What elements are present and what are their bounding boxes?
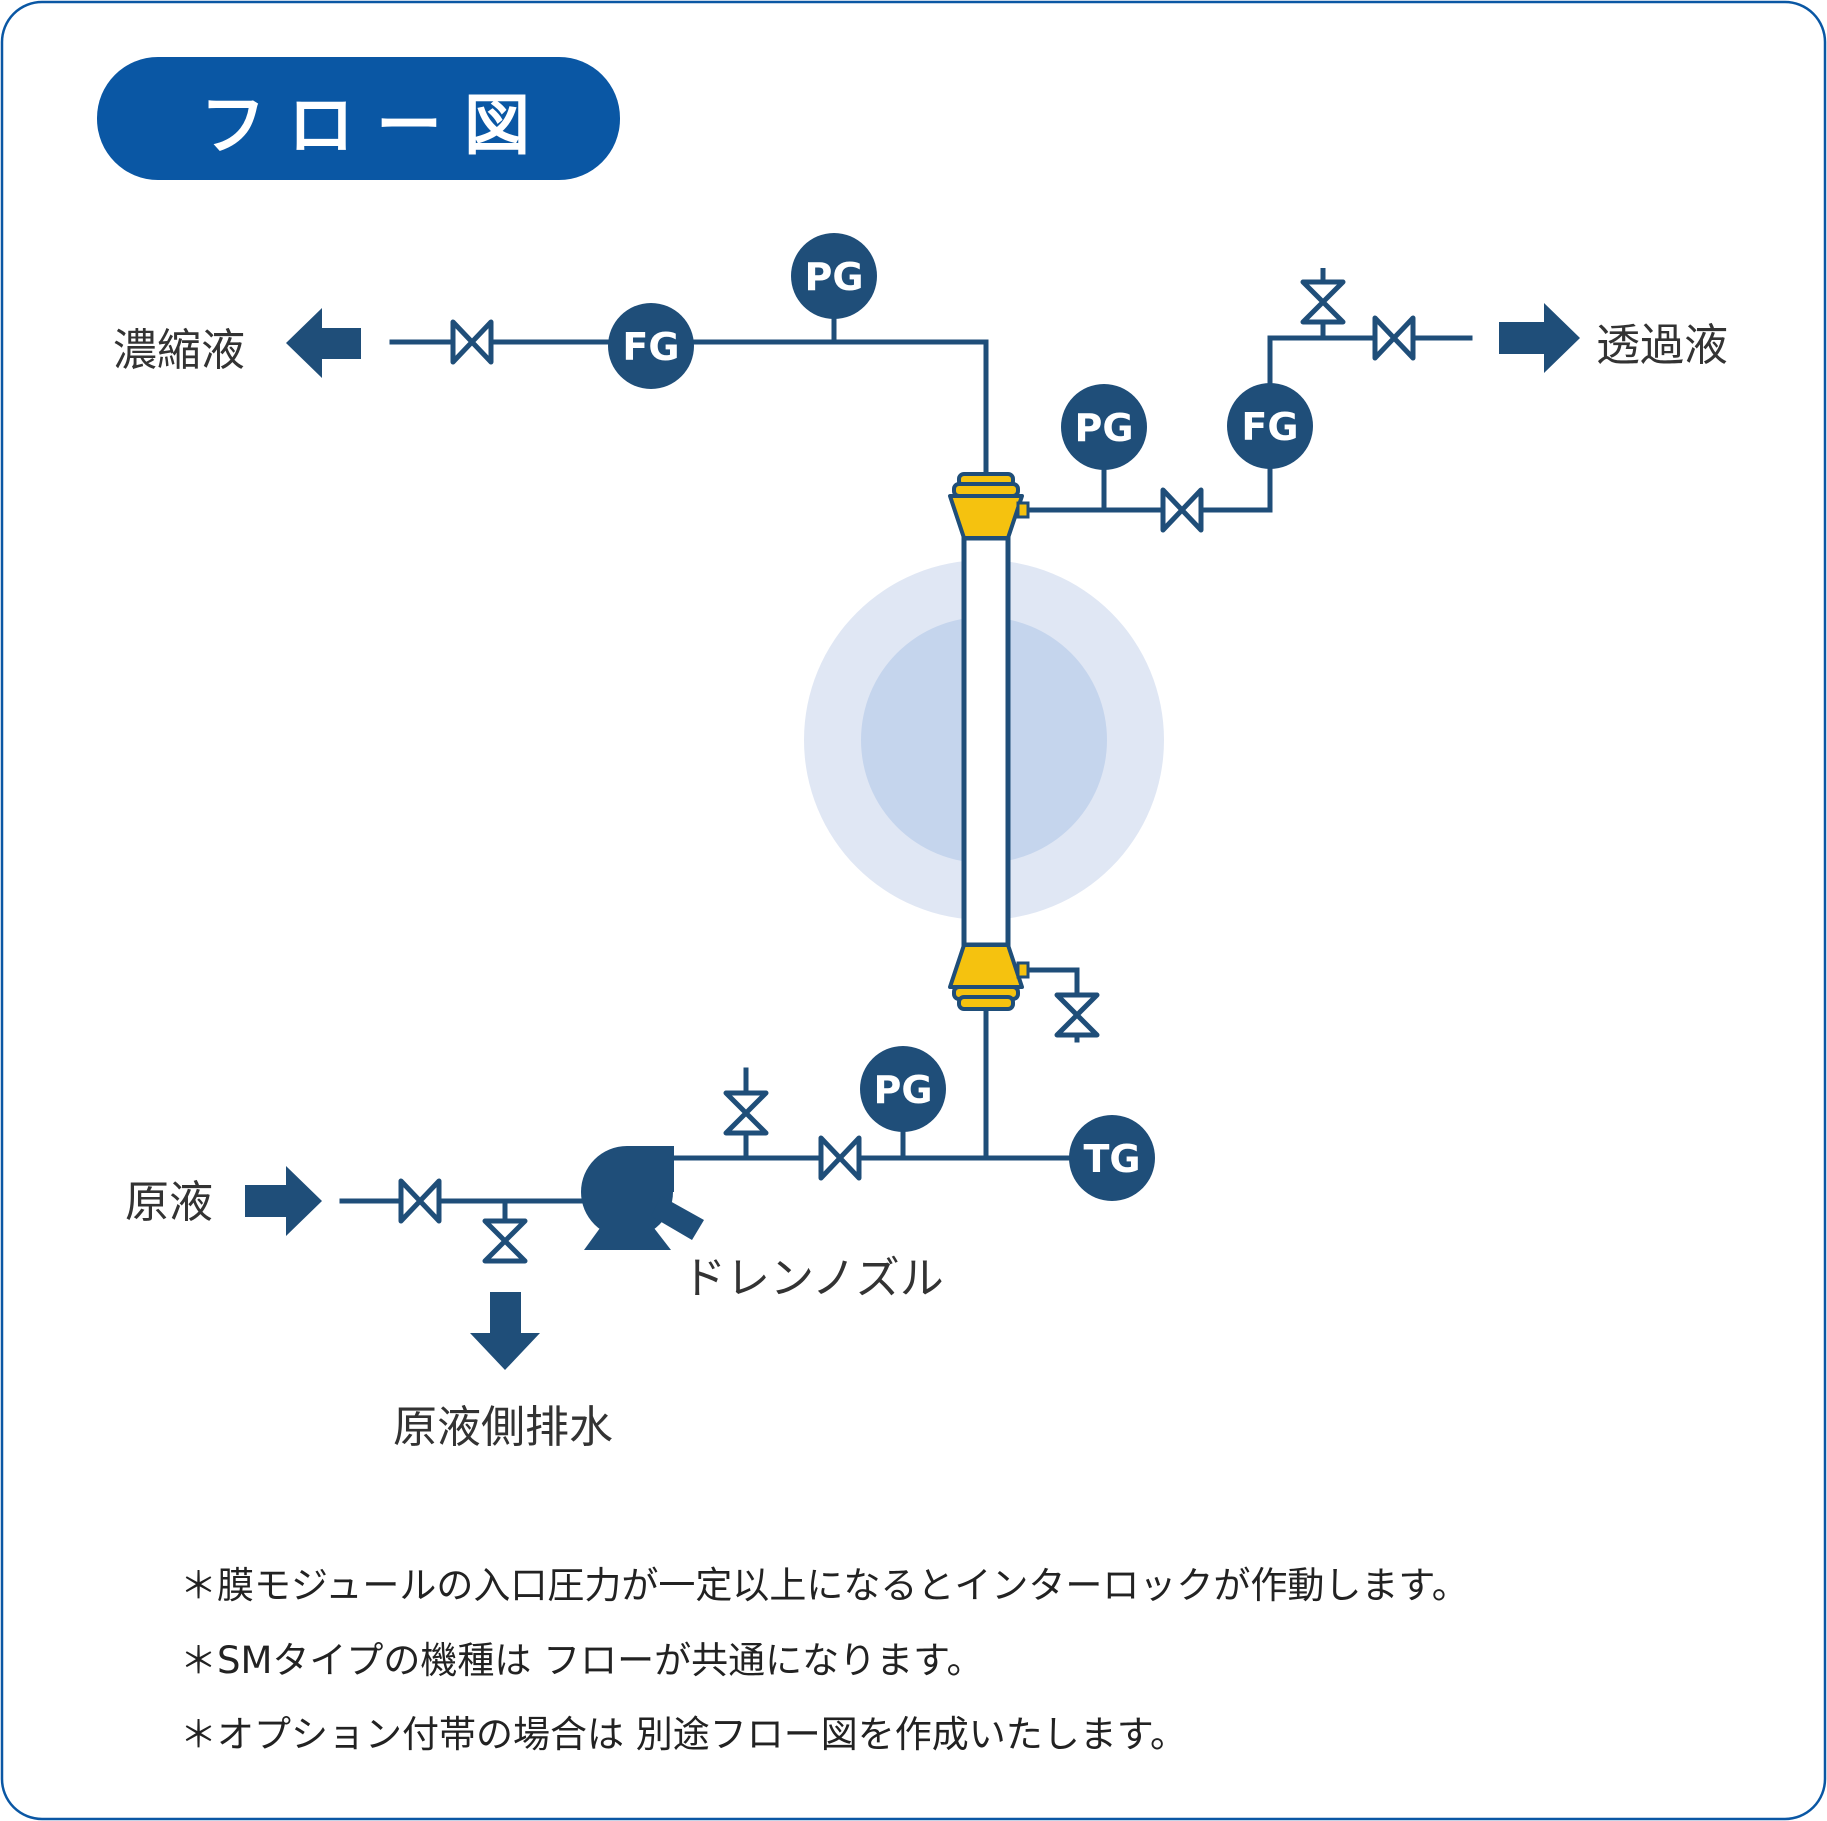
label-drain-nozzle: ドレンノズル xyxy=(682,1253,944,1304)
note-3: ＊オプション付帯の場合は 別途フロー図を作成いたします。 xyxy=(180,1713,1187,1756)
svg-text:PG: PG xyxy=(873,1068,932,1112)
gauge-pg-supply: PG xyxy=(860,1046,946,1132)
valve-raw-drain xyxy=(482,1218,528,1264)
label-permeate: 透過液 xyxy=(1596,320,1728,371)
svg-text:PG: PG xyxy=(1074,406,1133,450)
svg-text:FG: FG xyxy=(622,325,679,369)
valve-permeate-2 xyxy=(1372,315,1416,361)
gauge-fg-concentrate: FG xyxy=(608,303,694,389)
page-title: フロー図 xyxy=(200,87,552,164)
gauge-pg-concentrate: PG xyxy=(791,233,877,319)
valve-supply-vent xyxy=(723,1090,769,1136)
note-2: ＊SMタイプの機種は フローが共通になります。 xyxy=(180,1639,983,1682)
arrow-left-icon xyxy=(286,308,361,378)
svg-text:PG: PG xyxy=(804,255,863,299)
arrow-right-icon xyxy=(1499,303,1580,373)
arrow-right-icon xyxy=(245,1166,322,1236)
valve-permeate-vent xyxy=(1300,268,1346,325)
title-badge: フロー図 xyxy=(97,57,620,180)
gauge-pg-permeate: PG xyxy=(1061,384,1147,470)
label-raw-drain: 原液側排水 xyxy=(393,1402,613,1453)
label-raw-liquid: 原液 xyxy=(125,1177,213,1228)
membrane-module xyxy=(948,472,1030,1011)
valve-concentrate xyxy=(450,319,494,365)
note-1: ＊膜モジュールの入口圧力が一定以上になるとインターロックが作動します。 xyxy=(180,1564,1469,1607)
gauge-fg-permeate: FG xyxy=(1227,383,1313,469)
label-concentrate: 濃縮液 xyxy=(113,325,245,376)
valve-permeate-1 xyxy=(1160,487,1204,533)
svg-text:FG: FG xyxy=(1241,405,1298,449)
valve-raw-inlet xyxy=(398,1178,442,1224)
gauge-tg-supply: TG xyxy=(1069,1115,1155,1201)
valve-drain-nozzle xyxy=(1054,992,1100,1038)
pump xyxy=(581,1146,704,1250)
valve-supply xyxy=(818,1135,862,1181)
arrow-down-icon xyxy=(470,1292,540,1370)
svg-text:TG: TG xyxy=(1083,1137,1140,1181)
